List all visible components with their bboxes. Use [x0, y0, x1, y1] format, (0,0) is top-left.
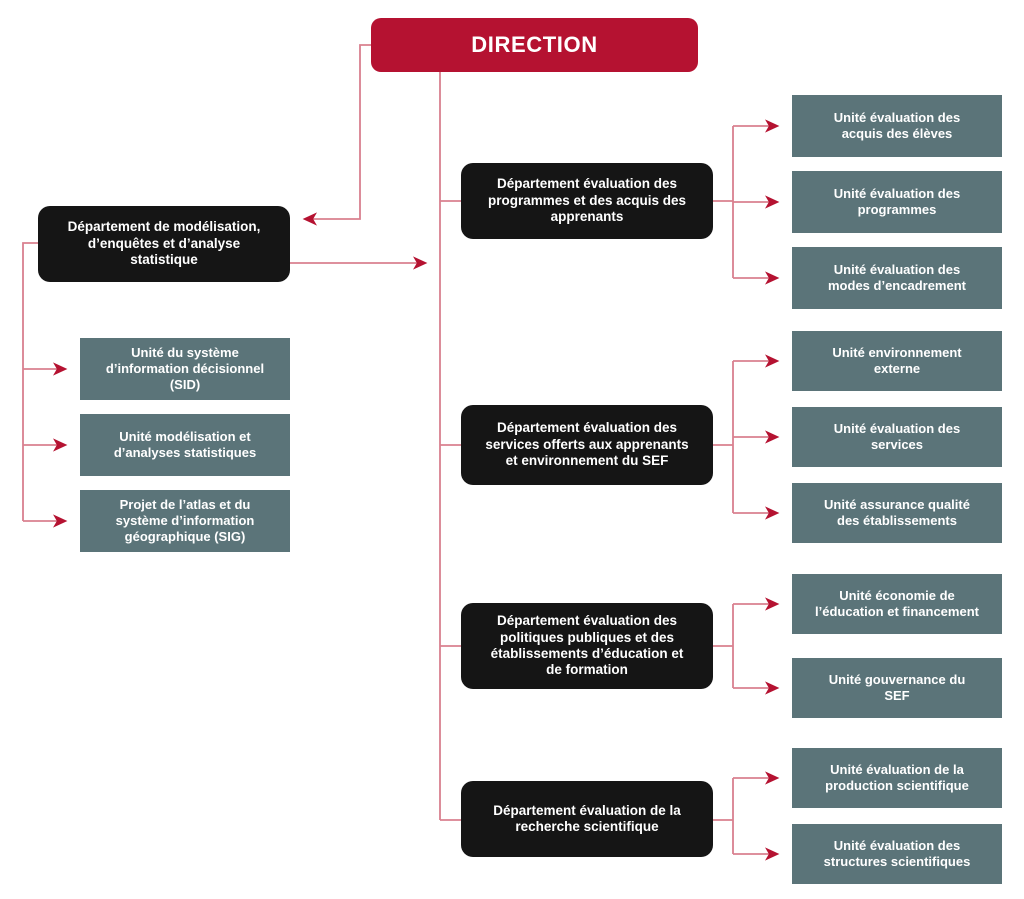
node-unit-gouvernance-sef[interactable]: Unité gouvernance du SEF	[792, 658, 1002, 718]
node-unit-evaluation-services[interactable]: Unité évaluation des services	[792, 407, 1002, 467]
node-department-recherche-scientifique[interactable]: Département évaluation de la recherche s…	[461, 781, 713, 857]
node-unit-atlas-sig[interactable]: Projet de l’atlas et du système d’inform…	[80, 490, 290, 552]
connector-services-units-spine	[713, 361, 734, 513]
connector-direction-to-modelisation	[302, 44, 371, 226]
node-department-programmes[interactable]: Département évaluation des programmes et…	[461, 163, 713, 239]
node-unit-evaluation-programmes[interactable]: Unité évaluation des programmes	[792, 171, 1002, 233]
node-unit-assurance-qualite[interactable]: Unité assurance qualité des établissemen…	[792, 483, 1002, 543]
node-unit-modes-encadrement[interactable]: Unité évaluation des modes d’encadrement	[792, 247, 1002, 309]
node-unit-economie-education[interactable]: Unité économie de l’éducation et finance…	[792, 574, 1002, 634]
node-department-politiques-publiques[interactable]: Département évaluation des politiques pu…	[461, 603, 713, 689]
node-direction[interactable]: DIRECTION	[371, 18, 698, 72]
node-department-modelisation[interactable]: Département de modélisation, d’enquêtes …	[38, 206, 290, 282]
node-unit-modelisation-statistiques[interactable]: Unité modélisation et d’analyses statist…	[80, 414, 290, 476]
node-department-services[interactable]: Département évaluation des services offe…	[461, 405, 713, 485]
node-unit-acquis-eleves[interactable]: Unité évaluation des acquis des élèves	[792, 95, 1002, 157]
connector-recherche-units-spine	[713, 778, 734, 854]
connector-modelisation-units-spine	[22, 242, 38, 521]
node-unit-sid[interactable]: Unité du système d’information décisionn…	[80, 338, 290, 400]
node-unit-production-scientifique[interactable]: Unité évaluation de la production scient…	[792, 748, 1002, 808]
connector-programmes-units-spine	[713, 126, 734, 278]
node-unit-environnement-externe[interactable]: Unité environnement externe	[792, 331, 1002, 391]
node-unit-structures-scientifiques[interactable]: Unité évaluation des structures scientif…	[792, 824, 1002, 884]
connector-politiques-units-spine	[713, 604, 734, 688]
